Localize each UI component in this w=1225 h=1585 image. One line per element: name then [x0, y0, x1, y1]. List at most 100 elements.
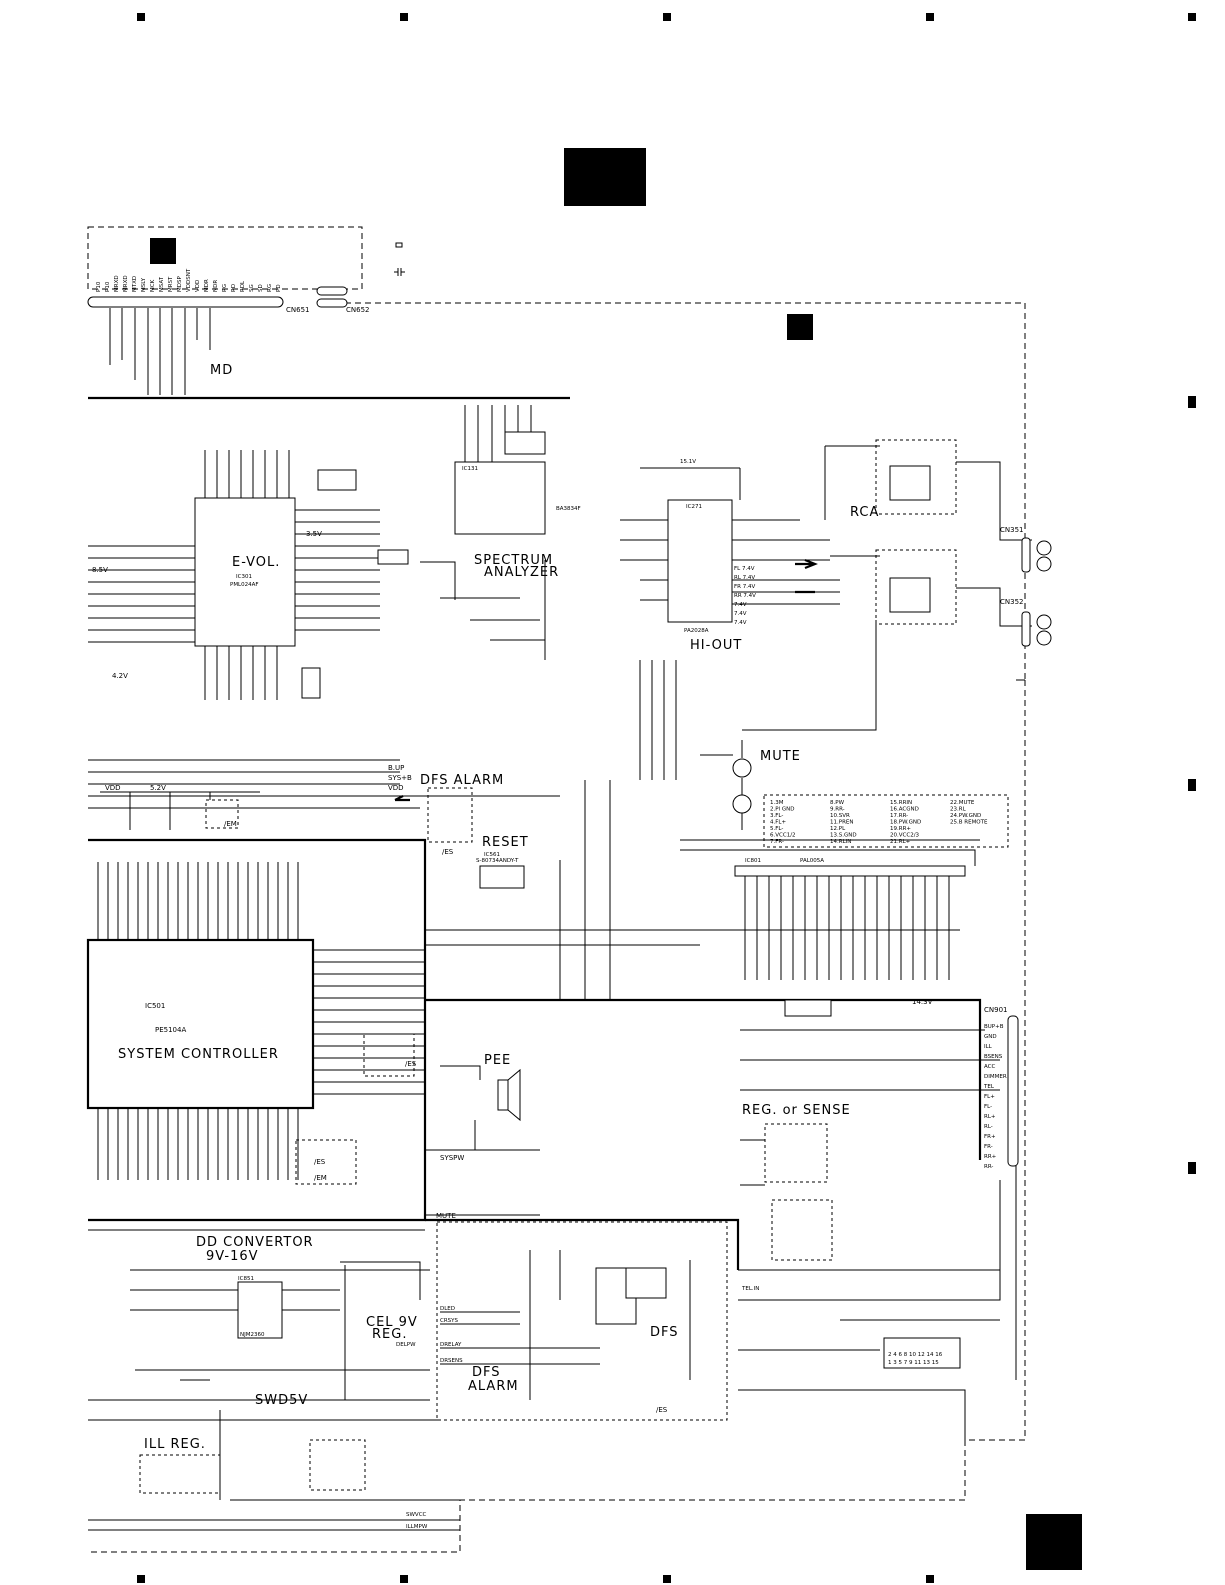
system-controller-block: IC501 PE5104A SYSTEM CONTROLLER /ES /ES …: [86, 838, 427, 1222]
net-8v5: 8.5V: [92, 566, 108, 574]
dfs-legend-item: 10.SVR: [830, 813, 850, 819]
cn901-pin-label: FL-: [984, 1104, 992, 1110]
legend-resistor-icon: [395, 242, 403, 248]
net-swvcc: SWVCC: [406, 1512, 427, 1518]
main-board-border-bottom: [88, 680, 1026, 1553]
es-label-1: /ES: [442, 848, 454, 856]
dfs-legend-item: 15.RRIN: [890, 800, 912, 806]
dfs-legend-item: 24.PW.GND: [950, 813, 981, 819]
net-5v2: 5.2V: [150, 784, 166, 792]
section-md: MD: [210, 363, 233, 378]
regsense-block: REG. or SENSE TEL.IN: [740, 1029, 1000, 1292]
cn651-pin-label: MRXD: [123, 275, 129, 292]
cn901-pin-label: RR-: [984, 1164, 993, 1170]
es-label-3: /ES: [314, 1158, 326, 1166]
cn651-pin-label: MSLY: [141, 277, 147, 292]
section-dfs-alarm-1: DFS: [472, 1365, 501, 1380]
swd5v-illreg-block: SWD5V ILL REG. SWVCC ILLMPW: [88, 1393, 460, 1531]
net-tel: TEL.IN: [741, 1286, 759, 1292]
dfs-legend-item: 16.ACGND: [890, 807, 919, 813]
hiout-pin-label: RL 7.4V: [734, 575, 755, 581]
section-evol: E-VOL.: [232, 555, 280, 570]
dfs-legend-item: 17.RR-: [890, 813, 908, 819]
bus-line-lower: [425, 1218, 740, 1270]
ic301-part: PML024AF: [230, 582, 259, 588]
ic561-label: IC561: [484, 852, 500, 858]
dfs-legend-item: 18.PW.GND: [890, 820, 921, 826]
net-sysp: SYSPW: [440, 1154, 464, 1162]
net-drsens: DRSENS: [440, 1358, 463, 1364]
cn651-pin-label: RG: [222, 284, 228, 292]
section-dfs: DFS: [650, 1325, 679, 1340]
hiout-pin-label: FL 7.4V: [734, 566, 755, 572]
cn651-label: CN651: [286, 306, 310, 314]
ic801-part: PAL005A: [800, 858, 824, 864]
rca-block: RCA CN351 CN352: [795, 439, 1052, 647]
pin-legend-box: 2 4 6 8 10 12 14 16 1 3 5 7 9 11 13 15: [883, 1337, 961, 1369]
registration-marks: [137, 13, 1196, 1583]
dfs-legend-item: 13.S.GND: [830, 833, 857, 839]
net-sysb: SYS+B: [388, 774, 412, 782]
block-label-right: [787, 314, 813, 340]
hiout-pin-label: RR 7.4V: [734, 593, 756, 599]
cn651-pin-label: NDR: [213, 280, 219, 292]
cn901-pin-label: FR+: [984, 1134, 996, 1140]
spectrum-block: SPECTRUM ANALYZER IC131 BA3834F: [420, 405, 581, 660]
pee-block: PEE: [440, 1053, 521, 1150]
section-rca: RCA: [850, 505, 879, 520]
ic501-part: PE5104A: [155, 1026, 186, 1034]
cn651-pin-label: VDD: [195, 280, 201, 292]
md-board-border: [87, 226, 363, 290]
em-label-2: /EM: [314, 1174, 327, 1182]
cn901-pin-label: ILL: [984, 1044, 993, 1050]
dfs-legend-item: 8.PW: [830, 800, 845, 806]
ic801-label: IC801: [745, 858, 761, 864]
cn901-return-wire: [1015, 679, 1025, 1380]
net-vdd2: VDD: [105, 784, 121, 792]
cn651-pin-label: SG: [249, 284, 255, 292]
net-4v2: 4.2V: [112, 672, 128, 680]
dfs-legend-item: 19.RR+: [890, 826, 911, 832]
dfs-legend-item: 11.PREN: [830, 820, 853, 826]
section-pee: PEE: [484, 1053, 511, 1068]
ic851-label: IC851: [238, 1276, 254, 1282]
section-sw5v: SWD5V: [255, 1393, 308, 1408]
cn651-pin-label: MDR: [204, 279, 210, 292]
cn651-pin-label: P10: [105, 281, 111, 292]
cn901-label: CN901: [984, 1006, 1008, 1014]
net-14v3: 14.3V: [912, 998, 933, 1006]
net-dled: DLED: [440, 1306, 455, 1312]
lower-right-wiring: [738, 1180, 1001, 1440]
section-reset: RESET: [482, 835, 529, 850]
cn901-pin-label: BUP+B: [984, 1024, 1004, 1030]
hiout-pin-label: FR 7.4V: [734, 584, 755, 590]
net-3v5: 3.5V: [306, 530, 322, 538]
ic561-part: S-80734ANDY-T: [476, 858, 519, 864]
dfs-legend-item: 2.Pl GND: [770, 807, 794, 813]
ic271-label: IC271: [686, 504, 702, 510]
hiout-pin-label: 7.4V: [734, 611, 747, 617]
ddconv-block: DD CONVERTOR 9V-16V IC851 NJM2360 CEL 9V…: [88, 1229, 430, 1401]
osc-block: VDD 5.2V /EM: [100, 784, 260, 830]
section-hiout: HI-OUT: [690, 638, 742, 653]
section-cel-2: REG.: [372, 1327, 407, 1342]
cn901-pin-label: RL-: [984, 1124, 993, 1130]
ic131-part: BA3834F: [556, 506, 581, 512]
cn651-pin-label: MTXD: [132, 276, 138, 292]
dfs-legend-item: 3.FL-: [770, 813, 783, 819]
dfs-legend-item: 23.RL: [950, 807, 967, 813]
dfs-legend-item: 6.VCC1/2: [770, 833, 796, 839]
md-wires: [109, 308, 211, 395]
section-cel-1: CEL 9V: [366, 1315, 418, 1330]
cn352-label: CN352: [1000, 598, 1024, 606]
net-delpw: DELPW: [396, 1342, 416, 1348]
section-mute: MUTE: [760, 749, 801, 764]
dfs-legend-item: 14.RLIN: [830, 839, 851, 845]
dfs-legend-item: 9.RR-: [830, 807, 845, 813]
net-vdd: VDD: [388, 784, 404, 792]
section-dd-1: DD CONVERTOR: [196, 1235, 314, 1250]
section-ill: ILL REG.: [144, 1437, 206, 1452]
hiout-pin-label: 7.4V: [734, 602, 747, 608]
cn651-pin-label: MDSP: [177, 276, 183, 292]
